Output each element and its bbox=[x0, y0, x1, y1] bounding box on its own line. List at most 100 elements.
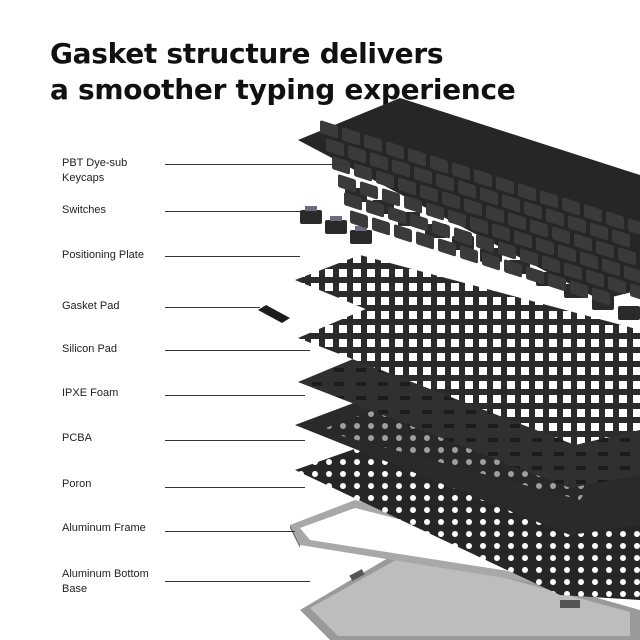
keycap bbox=[452, 162, 470, 181]
label-keycaps: PBT Dye-sub Keycaps bbox=[62, 157, 128, 184]
keycap bbox=[630, 283, 640, 302]
leader-aluminum-frame bbox=[165, 531, 295, 532]
keycap bbox=[608, 276, 626, 295]
keycap bbox=[442, 191, 460, 210]
label-gasket-pad: Gasket Pad bbox=[62, 300, 120, 312]
keycap bbox=[568, 215, 586, 234]
gasket-pad-part bbox=[258, 305, 290, 323]
keycap bbox=[474, 169, 492, 188]
keycap bbox=[364, 134, 382, 153]
keycap bbox=[408, 148, 426, 167]
keycap bbox=[482, 252, 500, 271]
keycap bbox=[624, 265, 640, 284]
keycap bbox=[606, 211, 624, 230]
keycap bbox=[454, 227, 472, 246]
keycap bbox=[326, 138, 344, 157]
ipxe-foam-part bbox=[298, 352, 640, 488]
keycap bbox=[464, 198, 482, 217]
label-aluminum-bottom-base: Aluminum Bottom Base bbox=[62, 568, 149, 595]
keycap bbox=[496, 176, 514, 195]
keycap bbox=[386, 141, 404, 160]
keycap bbox=[344, 192, 362, 211]
keycap bbox=[460, 245, 478, 264]
keycap bbox=[580, 251, 598, 270]
keycap bbox=[458, 180, 476, 199]
keycap bbox=[382, 188, 400, 207]
keycap bbox=[430, 155, 448, 174]
keycap bbox=[602, 258, 620, 277]
leader-switches bbox=[165, 211, 300, 212]
keycap bbox=[410, 213, 428, 232]
keycap bbox=[338, 174, 356, 193]
keycap bbox=[536, 237, 554, 256]
keycap bbox=[486, 205, 504, 224]
keycap bbox=[360, 181, 378, 200]
keycap bbox=[376, 170, 394, 189]
keycap bbox=[530, 219, 548, 238]
leader-poron bbox=[165, 487, 305, 488]
keycap bbox=[480, 187, 498, 206]
keycap bbox=[348, 145, 366, 164]
keycap bbox=[592, 287, 610, 306]
keycap bbox=[320, 120, 338, 139]
keycap bbox=[498, 241, 516, 260]
keycap bbox=[420, 184, 438, 203]
leader-pcba bbox=[165, 440, 305, 441]
keycap bbox=[596, 240, 614, 259]
leader-silicon-pad bbox=[165, 350, 310, 351]
keycap bbox=[542, 255, 560, 274]
keycap bbox=[546, 208, 564, 227]
keycap bbox=[552, 226, 570, 245]
keycap bbox=[524, 201, 542, 220]
keycap bbox=[392, 159, 410, 178]
keycap bbox=[520, 248, 538, 267]
keycap bbox=[432, 220, 450, 239]
aluminum-bottom-base-part bbox=[300, 545, 640, 640]
headline-line-1: Gasket structure delivers bbox=[50, 37, 444, 70]
label-pcba: PCBA bbox=[62, 432, 92, 444]
keycap bbox=[426, 202, 444, 221]
leader-gasket-pad bbox=[165, 307, 260, 308]
keycap bbox=[570, 280, 588, 299]
keycap bbox=[558, 244, 576, 263]
keycap bbox=[584, 204, 602, 223]
headline-line-2: a smoother typing experience bbox=[50, 73, 516, 106]
keycap bbox=[548, 273, 566, 292]
keycap bbox=[562, 197, 580, 216]
keycap bbox=[492, 223, 510, 242]
leader-positioning-plate bbox=[165, 256, 300, 257]
keycap bbox=[504, 259, 522, 278]
keycap bbox=[502, 194, 520, 213]
keycap bbox=[612, 229, 630, 248]
keycap bbox=[416, 231, 434, 250]
label-ipxe-foam: IPXE Foam bbox=[62, 387, 119, 399]
keycap bbox=[476, 234, 494, 253]
keycap bbox=[574, 233, 592, 252]
label-switches: Switches bbox=[62, 204, 107, 216]
silicon-pad-part bbox=[298, 308, 640, 445]
pcba-part bbox=[295, 395, 640, 535]
keycap bbox=[564, 262, 582, 281]
positioning-plate-part bbox=[295, 255, 640, 395]
keycap bbox=[586, 269, 604, 288]
keycap bbox=[414, 166, 432, 185]
label-silicon-pad: Silicon Pad bbox=[62, 343, 118, 355]
leader-ipxe-foam bbox=[165, 395, 305, 396]
keycap bbox=[540, 190, 558, 209]
keycap bbox=[470, 216, 488, 235]
keycap bbox=[438, 238, 456, 257]
keycap bbox=[618, 247, 636, 266]
keycap bbox=[398, 177, 416, 196]
keycap bbox=[590, 222, 608, 241]
keycap bbox=[518, 183, 536, 202]
keycap bbox=[394, 224, 412, 243]
keycap bbox=[370, 152, 388, 171]
keycap bbox=[508, 212, 526, 231]
label-positioning-plate: Positioning Plate bbox=[62, 249, 144, 261]
headline: Gasket structure delivers a smoother typ… bbox=[50, 36, 516, 108]
keycap bbox=[628, 218, 640, 237]
keycap bbox=[342, 127, 360, 146]
keycap bbox=[526, 266, 544, 285]
